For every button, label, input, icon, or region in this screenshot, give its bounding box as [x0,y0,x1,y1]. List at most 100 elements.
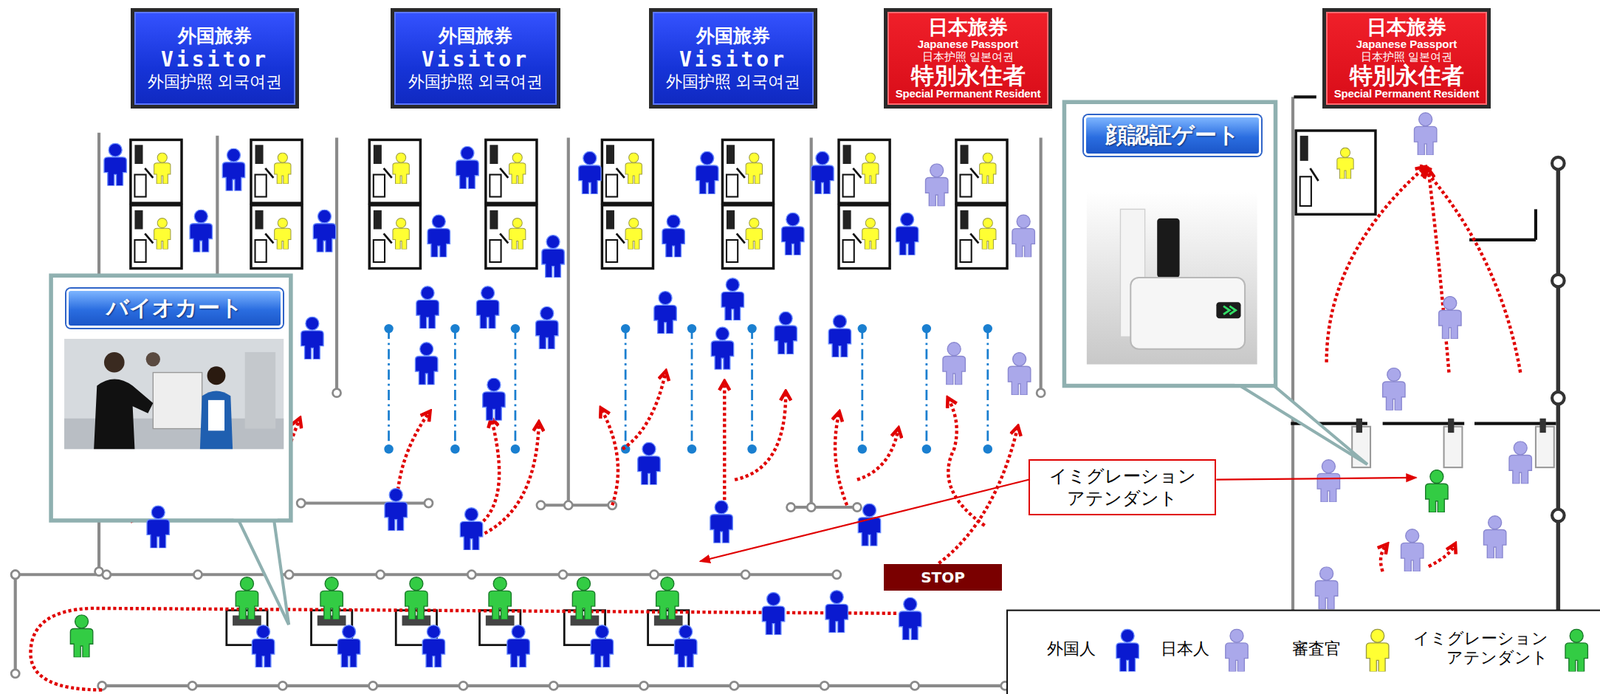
rope-post [558,570,568,579]
booth-monitor [843,144,852,164]
booth-desk [383,168,393,178]
rope-post [832,570,841,579]
booth-monitor [606,144,615,164]
rope-post [459,681,468,690]
booth [251,205,302,269]
rope-post [193,570,202,579]
person-icon [488,577,511,620]
stanchion-post [747,324,757,333]
node-text: Special Permanent Resident [895,87,1042,101]
stanchion-belt [624,328,627,449]
booth-monitor [959,144,968,164]
booth-desk [489,239,501,263]
person-icon [189,209,212,252]
node-text: 外国护照 외국여권 [408,72,544,92]
person-icon [761,592,785,635]
photo-person [146,352,161,367]
booth-desk [726,239,738,263]
person-icon [745,218,762,250]
lane-wall [809,138,813,508]
person-icon [925,163,948,206]
stop-sign: STOP [883,564,1002,591]
person-icon [154,218,171,250]
rope-post [376,570,385,579]
flow-arrow [622,373,666,449]
booth-desk [852,233,861,243]
rope-post [820,681,829,690]
node-text: 顔認証ゲート [1105,120,1240,151]
rope-post [730,681,739,690]
person-icon [637,442,661,485]
gate-indicator [1223,306,1236,315]
legend-label: 外国人 [1046,639,1096,659]
person-icon [416,286,439,329]
person-icon [979,152,997,184]
rope-post [1552,509,1565,523]
node-text: Japanese Passport [1356,38,1458,51]
wall-line [1534,208,1538,240]
person-icon [507,625,530,668]
node-text: 特別永住者 [911,62,1026,88]
person-icon [857,503,881,546]
person-icon [745,152,762,184]
person-icon [422,625,445,668]
booth [601,139,653,204]
person-icon [1012,214,1035,257]
stanchion-post [983,324,993,333]
bio-cart-screen [317,615,347,627]
person-icon [1382,367,1406,410]
rope-post [11,570,20,579]
rope-post [278,681,287,690]
booth-desk [373,239,385,263]
booth-monitor [1300,135,1309,161]
flow-arrow [1326,168,1424,363]
flow-arrow [601,410,618,506]
person-icon [1007,352,1030,396]
booth [1295,130,1376,215]
booth-desk [489,174,501,198]
booth-desk [265,168,274,178]
stanchion-post [383,324,393,333]
stanchion-post [922,444,932,454]
person-icon [536,306,559,349]
person-icon [1565,629,1588,672]
passport-sign: 日本旅券Japanese Passport日本护照 일본여권特別永住者Speci… [883,8,1053,109]
queue-rope [790,505,858,509]
stanchion-belt [454,328,457,449]
stanchion-post [983,444,993,454]
booth-desk [843,239,855,263]
node-text: Japanese Passport [917,38,1019,51]
person-icon [251,625,274,668]
person-icon [274,152,291,184]
booth-monitor [606,210,615,230]
bio-cart-screen [485,615,515,627]
wall-line [1469,238,1536,242]
stanchion-belt [387,328,390,449]
booth-monitor [255,210,264,230]
person-icon [710,500,733,543]
stanchion-post [687,324,697,333]
passport-sign: 外国旅券Visitor外国护照 외국여권 [649,8,818,109]
person-icon [459,507,483,551]
person-icon [654,291,677,334]
lane-wall [567,138,571,506]
booth [838,205,890,269]
booth [601,205,653,269]
person-icon [1337,147,1354,179]
rope-post [1552,274,1565,288]
stanchion-belt [860,328,864,449]
person-icon [625,152,642,184]
rope-post [787,503,796,512]
booth-desk [616,168,625,178]
booth-desk [255,174,267,198]
stanchion-post [450,324,460,333]
photo-person [207,366,226,385]
passport-sign: 外国旅券Visitor外国护照 외국여권 [130,8,300,109]
flow-arrow [1380,546,1386,573]
callout-title: 顔認証ゲート [1083,115,1262,156]
node-text: 外国护照 외국여권 [665,72,802,92]
booth [130,139,182,204]
node-text: Visitor [421,47,530,73]
person-icon [895,212,918,255]
